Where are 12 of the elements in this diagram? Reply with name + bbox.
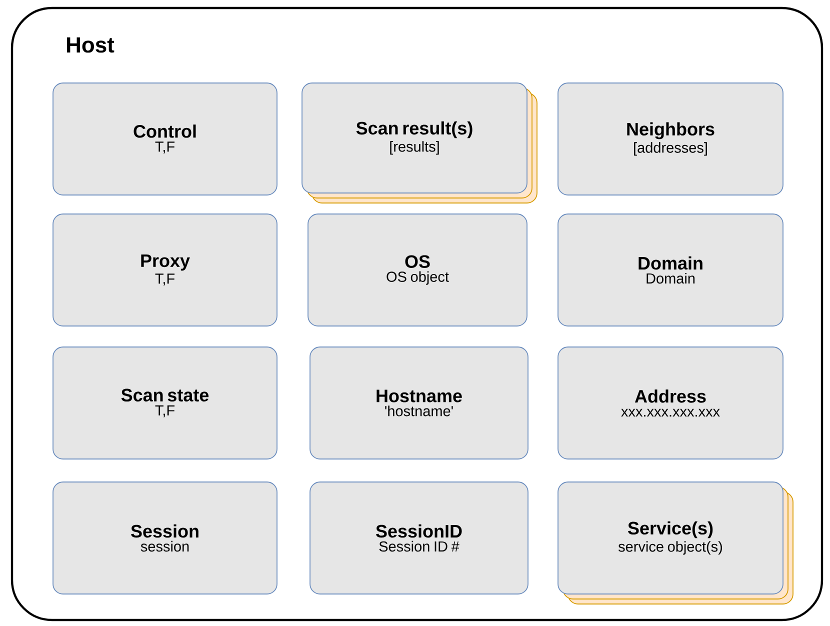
field-box: Hostname 'hostname': [310, 346, 528, 460]
stacked-box: Service(s) service object(s): [558, 482, 794, 604]
field-box: Domain Domain: [558, 214, 784, 326]
stacked-box: Scan result(s) [results]: [302, 82, 538, 204]
field-box: Scan state T,F: [52, 346, 278, 460]
field-box: Session session: [52, 482, 278, 594]
field-box: Proxy T,F: [52, 214, 278, 326]
field-box: OS OS object: [308, 214, 528, 326]
field-box: Control T,F: [52, 82, 278, 196]
field-box: Neighbors [addresses]: [558, 82, 784, 196]
field-box: SessionID Session ID #: [310, 482, 528, 594]
field-box: Address xxx.xxx.xxx.xxx: [558, 346, 784, 460]
